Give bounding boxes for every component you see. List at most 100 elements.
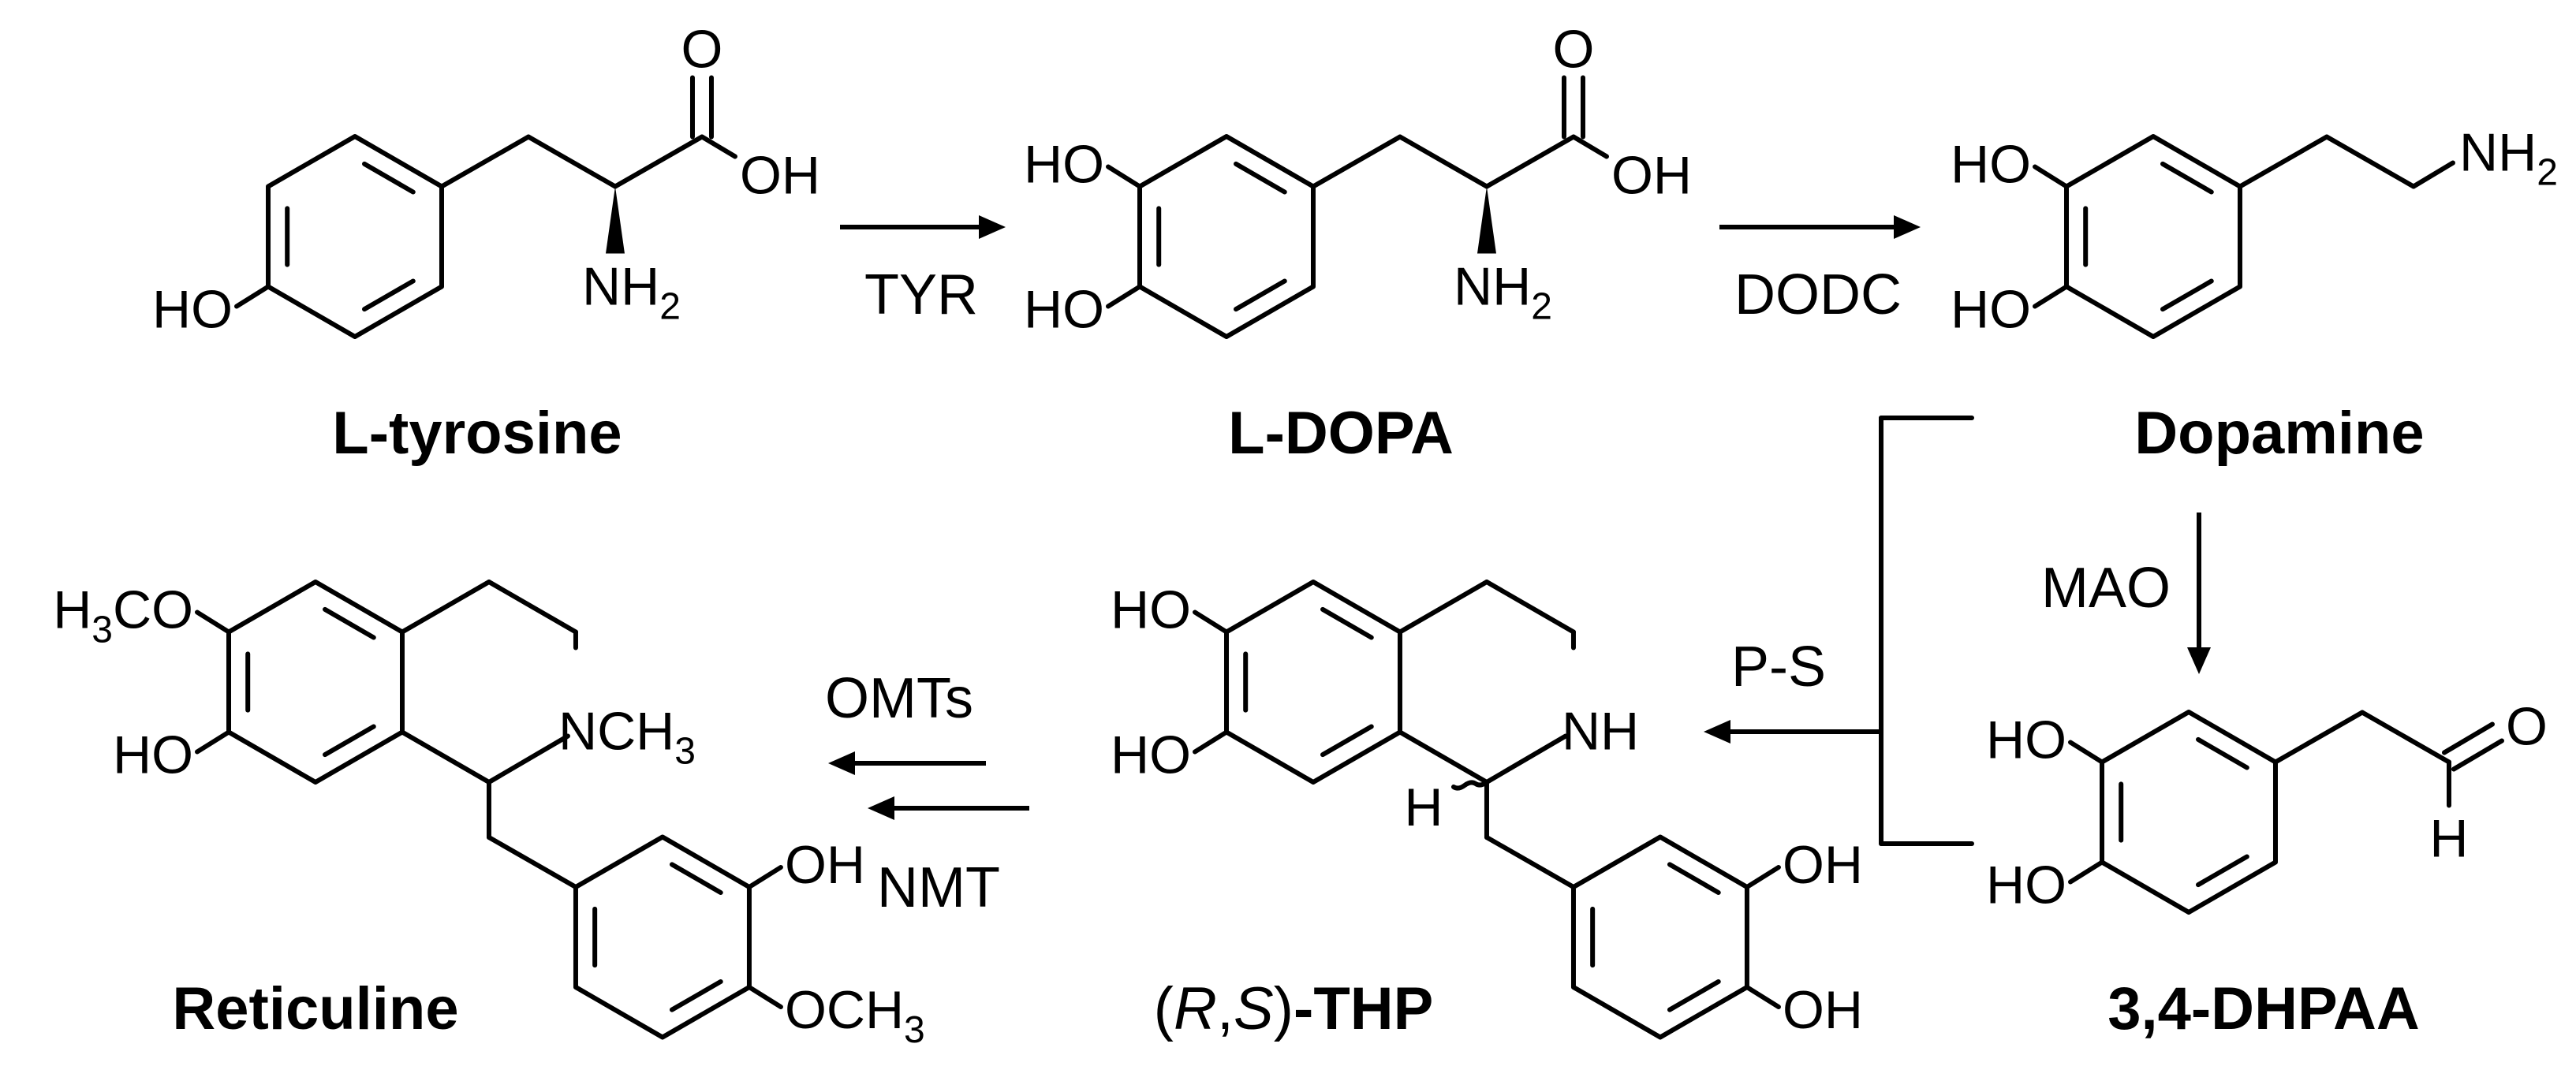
ring-double-bond	[2160, 278, 2214, 312]
ring-double-bond	[2196, 736, 2249, 770]
ring-double-bond	[362, 161, 416, 195]
thp-sat-ring	[1484, 733, 1568, 785]
thp-ho-label-bottom: HO	[1111, 725, 1191, 785]
reticuline-oh-label: OH	[785, 835, 865, 895]
ldopa-chain	[1397, 134, 1489, 189]
reticuline-och3-label: OCH3	[785, 980, 925, 1051]
thp-aromatic-ring	[1224, 580, 1402, 785]
ring-double-bond	[1667, 862, 1721, 896]
ring-double-bond	[1320, 724, 1374, 758]
dhpaa-title: 3,4-DHPAA	[2107, 975, 2420, 1042]
reticuline-title: Reticuline	[172, 975, 458, 1042]
tyr-label: TYR	[864, 263, 978, 326]
ldopa-ho-bond	[1106, 164, 1143, 189]
ring-double-bond	[2196, 854, 2249, 888]
reticuline-ho-bond	[195, 729, 232, 755]
dopamine-ho-label-bottom: HO	[1951, 280, 2031, 340]
reticuline-sat-ring	[486, 733, 570, 785]
ring-double-bond	[669, 862, 723, 896]
dhpaa-carbonyl	[2451, 738, 2504, 772]
thp-structure: HO HO NH H OH OH (R,S)-THP	[1111, 580, 1863, 1042]
tyrosine-ring	[266, 134, 444, 339]
tyrosine-oh-label: OH	[740, 146, 820, 206]
dopamine-chain	[2410, 160, 2455, 189]
dopamine-chain	[2237, 134, 2329, 189]
thp-sat-ring	[1484, 580, 1576, 635]
nmt-label: NMT	[877, 856, 1000, 919]
ldopa-chain	[1484, 134, 1576, 189]
dhpaa-ho-bond	[2068, 740, 2105, 765]
ldopa-title: L-DOPA	[1228, 400, 1454, 467]
dhpaa-chain	[2359, 710, 2451, 765]
dopamine-nh2-label: NH2	[2459, 123, 2558, 194]
ring-double-bond	[669, 978, 723, 1012]
thp-title: (R,S)-THP	[1154, 975, 1434, 1042]
reticuline-h3co-label: H3CO	[53, 580, 193, 651]
ldopa-acid-bond	[1570, 134, 1609, 159]
reticuline-sat-ring	[486, 580, 578, 635]
ring-double-bond	[1320, 606, 1374, 640]
dodc-arrow: DODC	[1719, 215, 1921, 326]
dhpaa-ho-bond	[2068, 859, 2105, 885]
ring-double-bond	[1234, 161, 1287, 195]
ldopa-ho-label-bottom: HO	[1024, 280, 1104, 340]
dopamine-ring	[2064, 134, 2242, 339]
tyrosine-acid-bond	[699, 134, 737, 159]
tyrosine-ho-label: HO	[152, 280, 233, 340]
ring-double-bond	[323, 724, 376, 758]
dhpaa-carbonyl	[2441, 721, 2495, 755]
tyrosine-o-label: O	[681, 20, 723, 80]
thp-oh-label-bottom: OH	[1783, 980, 1863, 1040]
dhpaa-chain	[2272, 710, 2365, 765]
ldopa-wedge-bond	[1477, 186, 1496, 254]
thp-nh-label: NH	[1562, 702, 1639, 762]
tyrosine-chain	[612, 134, 704, 189]
thp-oh-bond	[1744, 985, 1781, 1009]
ring-double-bond	[323, 606, 376, 640]
thp-sat-ring	[1397, 580, 1489, 635]
tyrosine-chain	[439, 134, 531, 189]
ldopa-ho-label-top: HO	[1024, 135, 1104, 195]
thp-catechol-ring	[1570, 834, 1749, 1040]
ps-condensation: P-S	[1704, 416, 1974, 846]
reticuline-och3-bond	[195, 609, 232, 635]
reticuline-aromatic-ring	[226, 580, 405, 785]
thp-oh-label-top: OH	[1783, 835, 1863, 895]
dhpaa-h-label: H	[2429, 809, 2468, 869]
dopamine-ho-label-top: HO	[1951, 135, 2031, 195]
tyr-arrow: TYR	[840, 215, 1006, 326]
dopamine-ho-bond	[2033, 284, 2070, 309]
reticuline-oh-bond	[746, 865, 783, 889]
reticuline-sat-ring	[399, 580, 491, 635]
ring-double-bond	[1234, 278, 1287, 312]
ps-label: P-S	[1731, 636, 1826, 699]
reticuline-sat-ring	[399, 729, 491, 785]
dodc-label: DODC	[1734, 263, 1902, 326]
mao-arrow: MAO	[2041, 513, 2211, 674]
thp-ho-label-top: HO	[1111, 580, 1191, 640]
dopamine-ho-bond	[2033, 164, 2070, 189]
thp-ho-bond	[1193, 729, 1230, 755]
tyrosine-chain	[525, 134, 618, 189]
ldopa-ring	[1137, 134, 1316, 339]
dhpaa-o-label: O	[2506, 697, 2548, 757]
thp-benzyl-bond	[1484, 835, 1576, 889]
thp-h-label: H	[1404, 777, 1443, 837]
reticuline-guaiacol-ring	[573, 834, 752, 1040]
ring-double-bond	[1667, 978, 1721, 1012]
ring-double-bond	[362, 278, 416, 312]
ldopa-chain	[1310, 134, 1402, 189]
dopamine-title: Dopamine	[2134, 400, 2424, 467]
tyrosine-wedge-bond	[605, 186, 625, 254]
ldopa-ho-bond	[1106, 284, 1143, 309]
ldopa-oh-label: OH	[1611, 146, 1692, 206]
ldopa-nh2-label: NH2	[1454, 257, 1552, 328]
omts-label: OMTs	[825, 667, 973, 730]
thp-sat-ring	[1397, 729, 1489, 785]
